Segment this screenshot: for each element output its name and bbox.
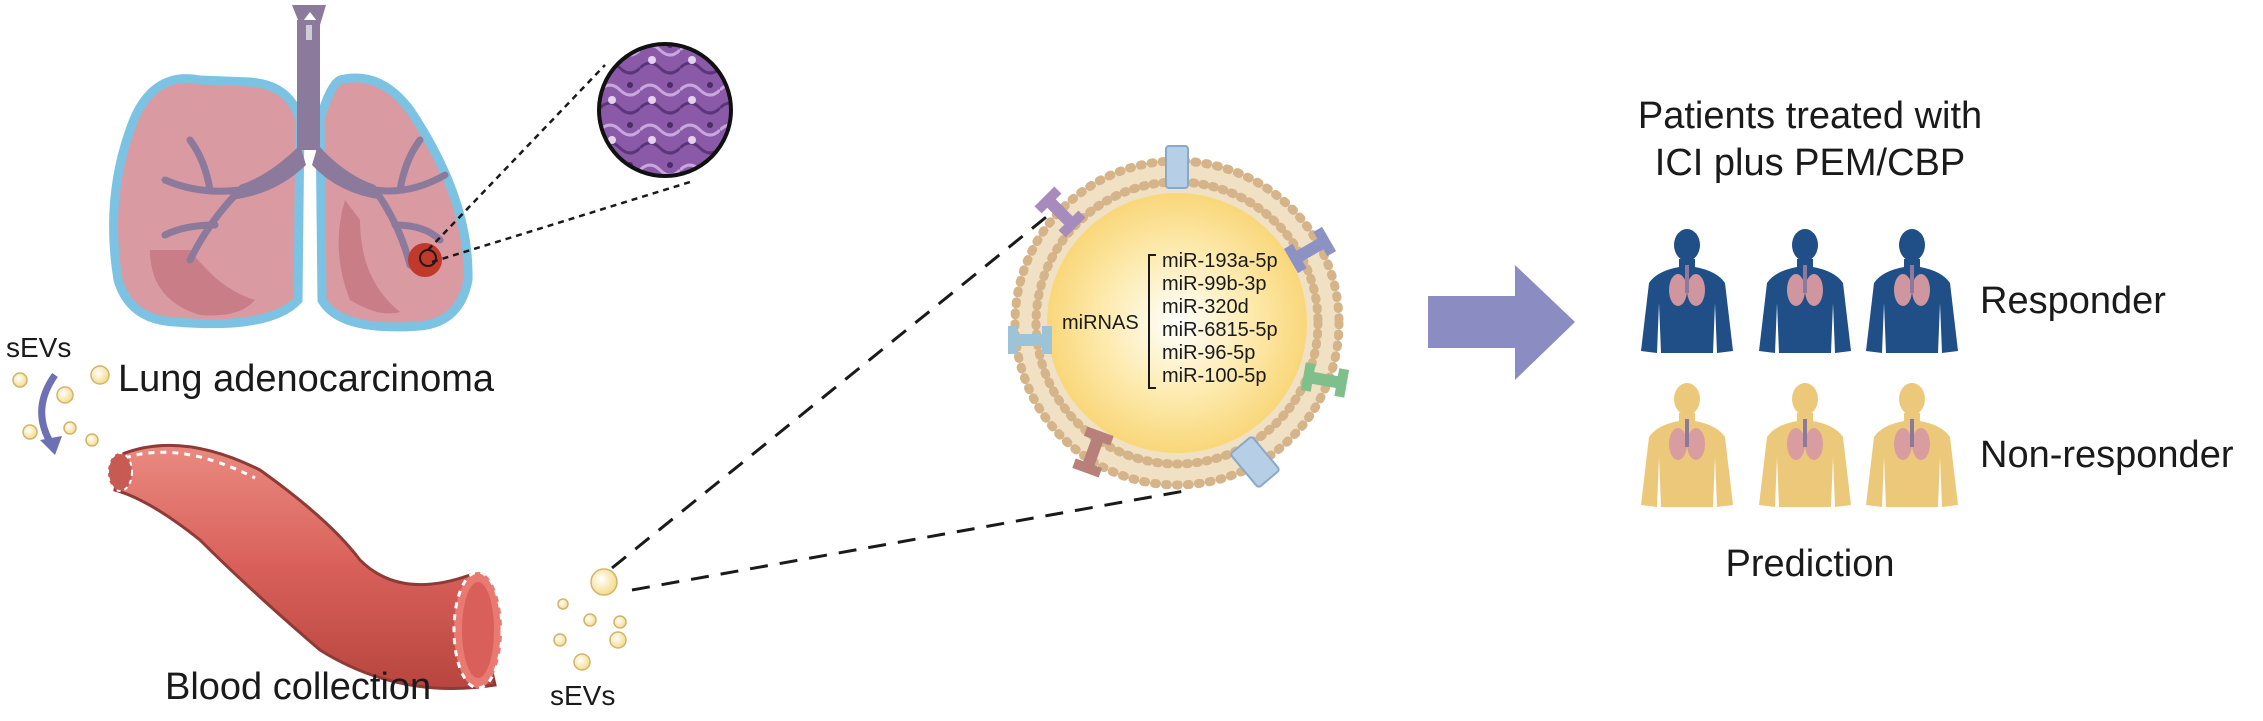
sevs-label-bottom: sEVs [550, 680, 616, 711]
right-lung [315, 73, 473, 332]
mirna-item: miR-100-5p [1162, 365, 1267, 387]
figure-lungs [1669, 265, 1930, 460]
mirna-item: miR-193a-5p [1162, 250, 1278, 272]
non-responder-label: Non-responder [1980, 434, 2234, 476]
mirna-list: miR-193a-5p miR-99b-3p miR-320d miR-6815… [1162, 250, 1278, 388]
histology-image [597, 42, 733, 178]
mirnas-label: miRNAS [1062, 312, 1139, 334]
sevs-particles-bottom [553, 568, 627, 671]
lung-adenocarcinoma-label: Lung adenocarcinoma [118, 358, 495, 400]
extracellular-vesicle [1008, 145, 1350, 490]
prediction-label: Prediction [1725, 543, 1895, 585]
sevs-particles-left [12, 365, 110, 455]
blood-vessel [107, 443, 504, 690]
sevs-label-top: sEVs [6, 332, 72, 363]
curved-arrow [38, 372, 58, 447]
blood-collection-label: Blood collection [165, 666, 432, 708]
prediction-arrow [1428, 265, 1575, 380]
mirna-item: miR-96-5p [1162, 342, 1256, 364]
mirna-bracket [1148, 254, 1156, 389]
patients-title-line1: Patients treated with [1637, 95, 1983, 137]
patients-title-line2: ICI plus PEM/CBP [1654, 142, 1966, 184]
trachea [297, 20, 320, 150]
mirna-item: miR-99b-3p [1162, 273, 1267, 295]
lung-illustration [109, 5, 473, 332]
mirna-item: miR-6815-5p [1162, 319, 1278, 341]
mirna-item: miR-320d [1162, 296, 1249, 318]
responder-label: Responder [1980, 280, 2166, 322]
membrane-protein [1165, 145, 1189, 189]
